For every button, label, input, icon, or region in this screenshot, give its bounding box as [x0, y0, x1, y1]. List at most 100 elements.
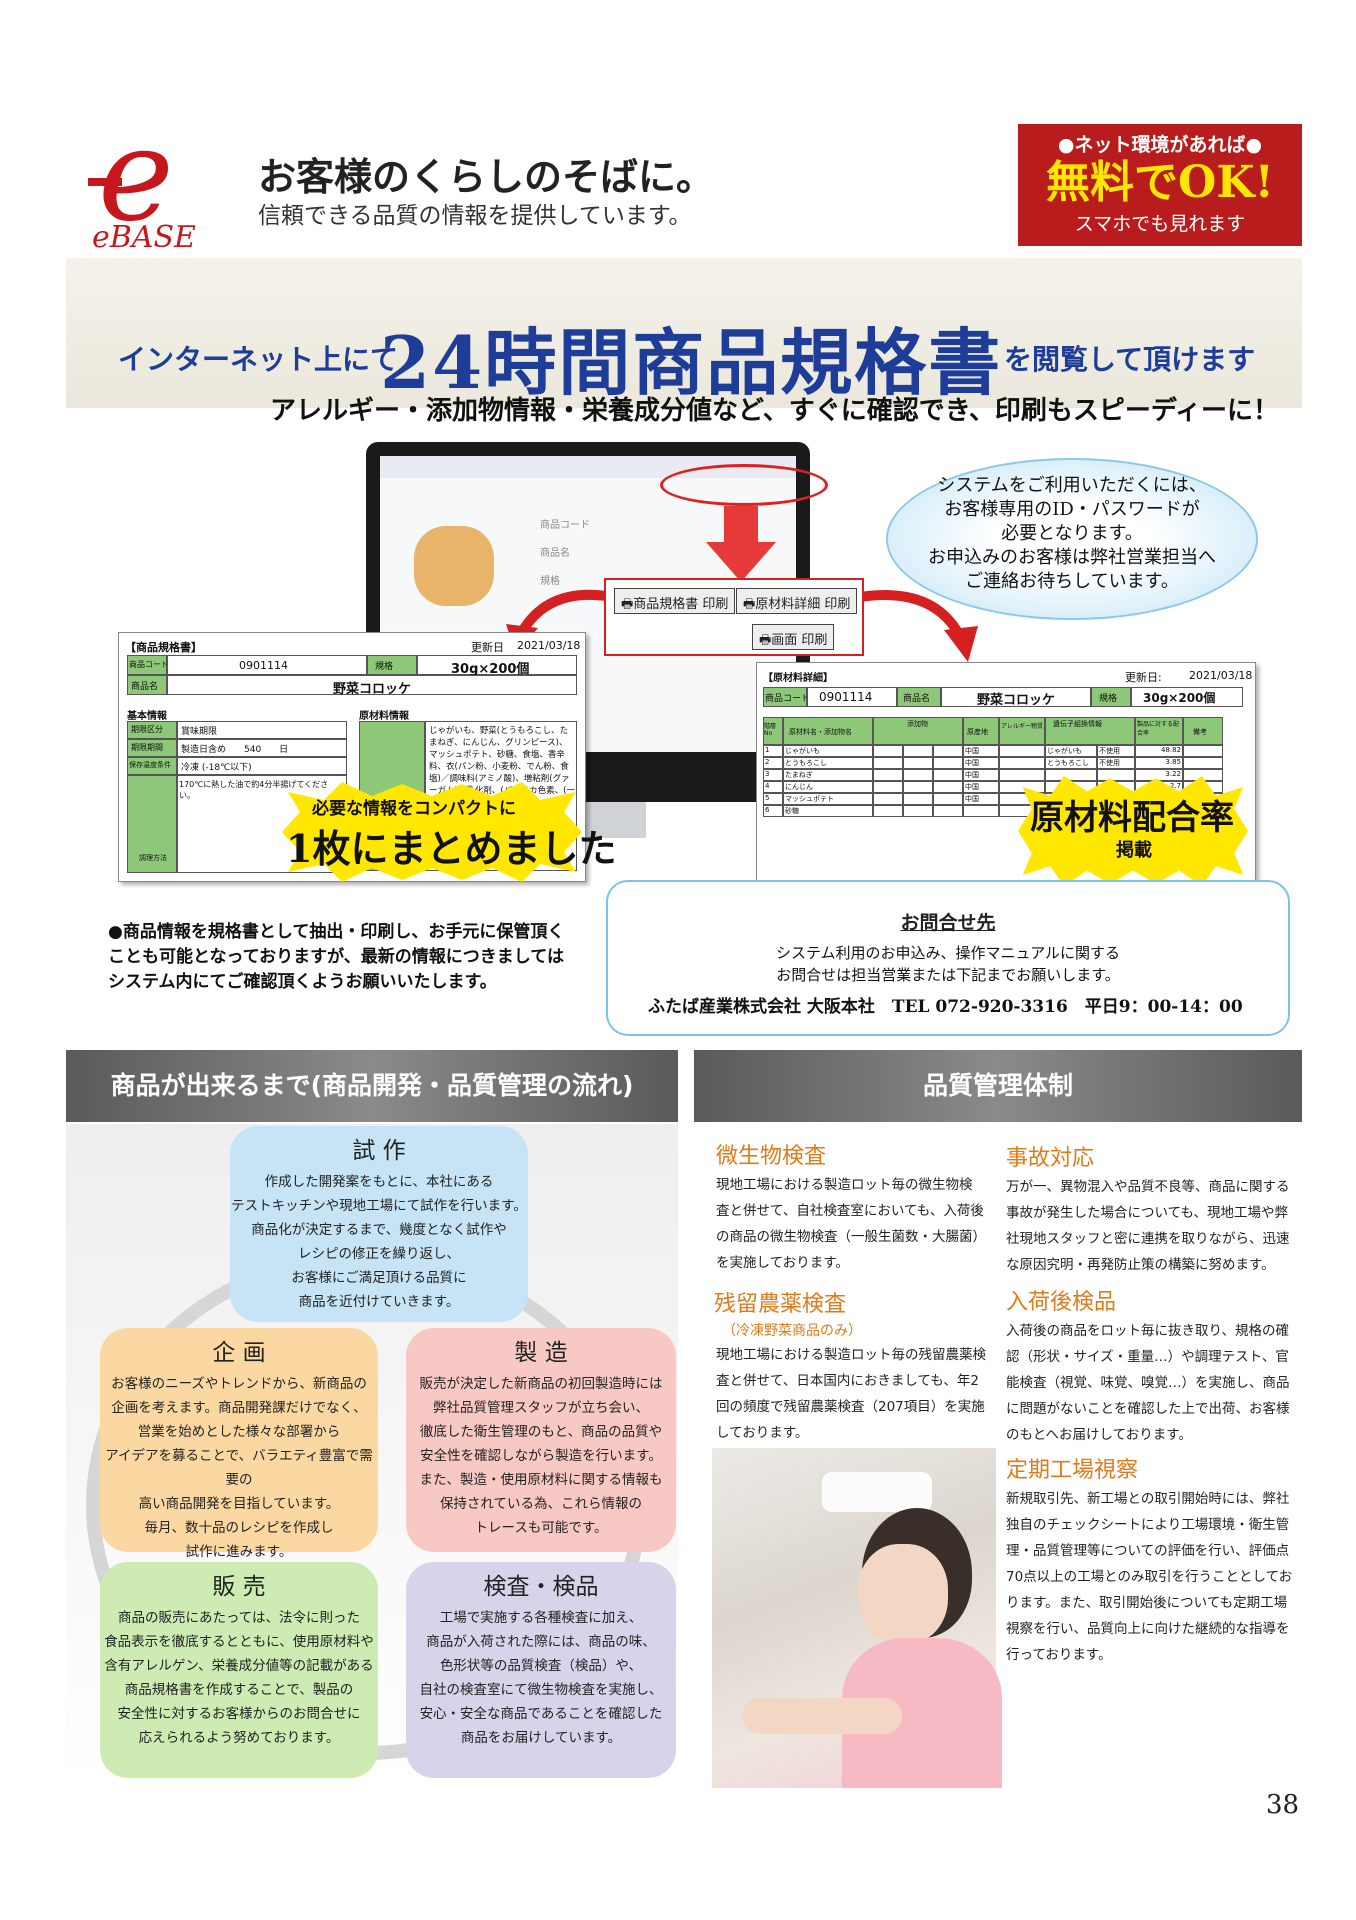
material-table-cell — [933, 793, 963, 805]
bubble-line-4: お申込みのお客様は弊社営業担当へ — [928, 547, 1216, 568]
screen-field-code: 商品コード — [540, 520, 590, 531]
mat-code: 0901114 — [819, 690, 873, 704]
material-table-cell — [1045, 769, 1097, 781]
spec-name: 野菜コロッケ — [333, 682, 412, 697]
material-table-cell — [783, 745, 873, 757]
material-row-no: 4 — [765, 782, 770, 790]
material-table-cell — [873, 757, 903, 769]
photo-face — [858, 1544, 948, 1644]
croquette-image — [414, 526, 494, 606]
logo-bar — [88, 178, 122, 186]
spec-row-label-1: 期限区分 — [131, 725, 163, 734]
section-header-quality: 品質管理体制 — [694, 1050, 1302, 1122]
material-table-cell — [933, 757, 963, 769]
mat-updated-label: 更新日: — [1125, 671, 1162, 684]
bubble-line-3: 必要となります。 — [1001, 523, 1143, 544]
material-row-no: 2 — [765, 758, 770, 766]
printer-icon: 🖶 — [621, 597, 634, 612]
material-table-cell — [783, 757, 873, 769]
spec-row-label-3: 保存温度条件 — [129, 761, 171, 769]
spec-cooking-label: 調理方法 — [139, 854, 167, 862]
card-kensa: 検査・検品 工場で実施する各種検査に加え、 商品が入荷された際には、商品の味、 … — [406, 1562, 676, 1778]
screen-field-name: 商品名 — [540, 548, 570, 559]
material-row-gmo: じゃがいも — [1047, 747, 1082, 755]
info-note: ●商品情報を規格書として抽出・印刷し、お手元に保管頂くことも可能となっております… — [108, 922, 565, 992]
bubble-line-1: システムをご利用いただくには、 — [937, 475, 1207, 496]
material-row-gmo2: 不使用 — [1099, 759, 1120, 767]
material-table-cell — [1097, 769, 1135, 781]
material-table-cell — [1045, 745, 1097, 757]
contact-line-2: お問合せは担当営業または下記までお願いします。 — [776, 966, 1120, 984]
down-arrow-icon — [706, 506, 776, 582]
mat-h-additive: 添加物 — [907, 720, 928, 728]
right-curved-arrow-icon — [853, 590, 978, 662]
material-table-cell — [873, 769, 903, 781]
card-seizo-body: 販売が決定した新商品の初回製造時には 弊社品質管理スタッフが立ち会い、 徹底した… — [419, 1376, 663, 1536]
screen-field-spec: 規格 — [540, 576, 560, 587]
material-row-name: 砂糖 — [785, 807, 799, 815]
material-table-cell — [903, 745, 933, 757]
material-table-cell — [1097, 745, 1135, 757]
ebase-logo: e eBASE — [88, 112, 200, 255]
contact-box: お問合せ先 システム利用のお申込み、操作マニュアルに関する お問合せは担当営業ま… — [606, 880, 1290, 1036]
material-table-cell — [933, 781, 963, 793]
material-table-cell — [763, 745, 783, 757]
material-row-no: 5 — [765, 794, 770, 802]
banner-main: 24時間商品規格書 — [380, 320, 1003, 405]
free-badge: ●ネット環境があれば● 無料でOK! スマホでも見れます — [1018, 124, 1302, 246]
card-shisaku: 試 作 作成した開発案をもとに、本社にある テストキッチンや現地工場にて試作を行… — [230, 1126, 528, 1322]
material-row-no: 1 — [765, 746, 770, 754]
material-row-rate: 3.85 — [1165, 758, 1181, 766]
material-table-cell — [999, 769, 1045, 781]
material-table-cell — [999, 781, 1045, 793]
material-row-rate: 3.22 — [1165, 770, 1181, 778]
card-kensa-body: 工場で実施する各種検査に加え、 商品が入荷された際には、商品の味、 色形状等の品… — [419, 1610, 663, 1746]
spec-code-label: 商品コード — [129, 660, 169, 669]
bubble-line-2: お客様専用のID・パスワードが — [944, 499, 1200, 520]
print-material-button[interactable]: 🖶原材料詳細 印刷 — [736, 588, 858, 614]
material-table-cell — [903, 781, 933, 793]
free-badge-bottom: スマホでも見れます — [1074, 213, 1246, 235]
material-row-name: マッシュポテト — [785, 795, 834, 803]
quality-biseibutsu-body: 現地工場における製造ロット毎の微生物検査と併せて、自社検査室においても、入荷後の… — [716, 1177, 984, 1271]
quality-nyuka-body: 入荷後の商品をロット毎に抜き取り、規格の確認（形状・サイズ・重量…）や調理テスト… — [1006, 1323, 1290, 1443]
mat-name: 野菜コロッケ — [977, 693, 1056, 708]
spec-row-value-2: 製造日含め 540 日 — [181, 745, 289, 755]
material-table-cell — [783, 805, 873, 817]
material-table-cell — [963, 781, 999, 793]
card-shisaku-body: 作成した開発案をもとに、本社にある テストキッチンや現地工場にて試作を行います。… — [231, 1174, 527, 1310]
id-password-bubble: システムをご利用いただくには、 お客様専用のID・パスワードが 必要となります。… — [886, 458, 1258, 620]
card-kikaku-title: 企 画 — [212, 1340, 266, 1366]
print-buttons-panel: 🖶商品規格書 印刷 🖶原材料詳細 印刷 🖶画面 印刷 — [604, 578, 864, 656]
spec-title: 【商品規格書】 — [125, 641, 202, 654]
material-row-origin: 中国 — [965, 783, 979, 791]
spec-cooking: 170℃に熱した油で約4分半揚げてください。 — [179, 780, 329, 800]
card-hanbai: 販 売 商品の販売にあたっては、法令に則った 食品表示を徹底するとともに、使用原… — [100, 1562, 378, 1778]
print-screen-button[interactable]: 🖶画面 印刷 — [752, 624, 835, 650]
page-number: 38 — [1266, 1790, 1300, 1820]
material-row-origin: 中国 — [965, 771, 979, 779]
ratio-burst-line1: 原材料配合率 — [1030, 798, 1234, 838]
mat-h-origin: 原産地 — [967, 728, 988, 736]
material-table-cell — [873, 745, 903, 757]
material-table-cell — [873, 781, 903, 793]
material-row-rate: 2.7 — [1169, 782, 1181, 790]
spec-row-value-1: 賞味期限 — [181, 727, 218, 737]
material-table-cell — [1183, 745, 1223, 757]
material-table-cell — [783, 769, 873, 781]
material-row-origin: 中国 — [965, 759, 979, 767]
mat-spec-label: 規格 — [1099, 694, 1118, 704]
highlight-oval — [660, 464, 828, 506]
material-row-origin: 中国 — [965, 795, 979, 803]
quality-nyuka-title: 入荷後検品 — [1006, 1290, 1117, 1315]
material-row-name: にんじん — [785, 783, 813, 791]
material-table-cell — [999, 745, 1045, 757]
print-spec-button[interactable]: 🖶商品規格書 印刷 — [614, 588, 736, 614]
material-table-cell — [763, 793, 783, 805]
material-table-cell — [963, 757, 999, 769]
quality-teiki-body: 新規取引先、新工場との取引開始時には、弊社独自のチェックシートにより工場環境・衛… — [1006, 1491, 1293, 1663]
contact-heading: お問合せ先 — [900, 912, 996, 934]
section-header-flow: 商品が出来るまで(商品開発・品質管理の流れ) — [66, 1050, 678, 1122]
mat-h-no: 階層No — [764, 723, 777, 737]
logo-text: eBASE — [92, 220, 196, 255]
